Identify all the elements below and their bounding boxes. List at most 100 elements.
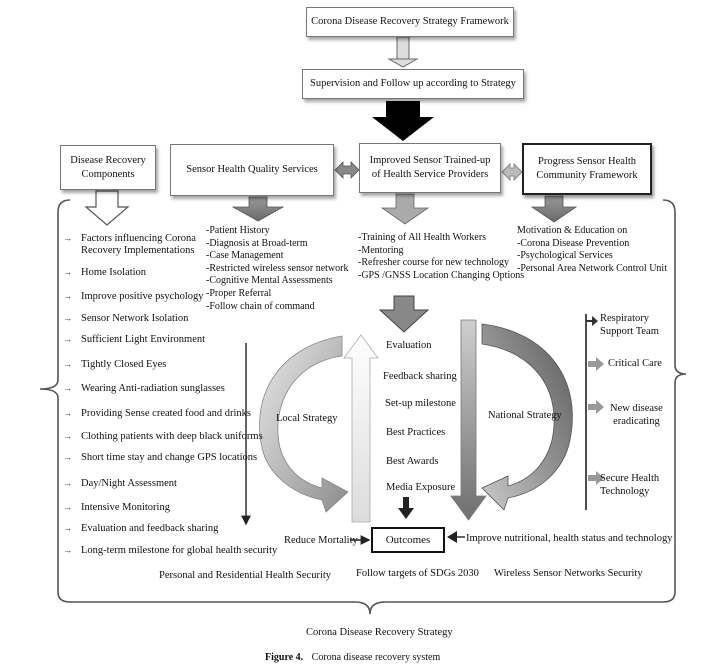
right-item-new-disease: New disease eradicating [610,402,663,428]
component-label: Tightly Closed Eyes [81,359,167,370]
arrow-icon: → [63,478,72,488]
quality-item: -Proper Referral [206,287,272,299]
arrow-icon: → [63,452,72,462]
arrow-icon: → [63,523,72,533]
supervision-box: Supervision and Follow up according to S… [302,69,524,99]
component-label: Improve positive psychology [81,291,204,302]
arrow-icon: → [63,334,72,344]
training-list: -Training of All Health Workers -Mentori… [358,232,524,282]
training-item: -GPS /GNSS Location Changing Options [358,269,525,281]
training-item: -Refresher course for new technology [358,257,510,269]
right-arrow-4 [588,471,604,485]
training-arrow [380,193,430,225]
double-arrow-left [334,161,360,179]
figure-caption: Figure 4. Corona disease recovery system [265,651,440,664]
component-label: Factors influencing Corona [81,233,196,244]
component-label: Providing Sense created food and drinks [81,408,252,419]
national-strategy-label: National Strategy [488,410,562,421]
evaluation-arrow [378,295,430,333]
component-item-4: →Sensor Network Isolation [63,312,188,325]
training-item: -Mentoring [358,244,404,256]
component-label: Intensive Monitoring [81,502,170,513]
component-item-14: → Long-term milestone for global health s… [63,544,277,557]
sdg-label: Follow targets of SDGs 2030 [356,568,479,579]
component-item-3: → Improve positive psychology [63,290,203,303]
outcomes-box: Outcomes [371,527,445,553]
sensor-quality-box: Sensor Health Quality Services [170,144,334,196]
component-item-6: → Tightly Closed Eyes [63,358,166,371]
component-label: Evaluation and feedback sharing [81,523,219,534]
disease-recovery-box: Disease Recovery Components [60,145,156,190]
wsn-security-label: Wireless Sensor Networks Security [494,568,643,579]
right-item-secure: Secure Health Technology [600,472,659,498]
component-item-7: → Wearing Anti-radiation sunglasses [63,382,225,395]
quality-item: -Diagnosis at Broad-term [206,237,308,249]
dark-down-arrow [450,319,487,521]
community-item: Motivation & Education on [517,225,628,236]
improve-label: Improve nutritional, health status and t… [466,533,673,544]
component-label: Long-term milestone for global health se… [81,545,278,556]
step-milestone: Set-up milestone [385,398,456,409]
component-item-1: → Factors influencing Corona [63,232,196,245]
component-label: Day/Night Assessment [81,478,177,489]
component-item-2: → Home Isolation [63,266,146,279]
component-label: Short time stay and change GPS locations [81,452,258,463]
right-arrow-3 [588,400,604,414]
component-item-11: → Day/Night Assessment [63,477,177,490]
arrow-icon: → [63,545,72,555]
component-item-8: → Providing Sense created food and drinks [63,407,251,420]
arrow-icon: → [63,431,72,441]
component-label: Sufficient Light Environment [81,334,206,345]
component-item-13: → Evaluation and feedback sharing [63,522,218,535]
component-item-12: → Intensive Monitoring [63,501,170,514]
top-arrow-head [387,58,419,68]
arrow-icon: → [63,383,72,393]
progress-sensor-box: Progress Sensor Health Community Framewo… [522,143,652,195]
community-item: -Corona Disease Prevention [517,237,630,249]
community-arrow [530,195,578,223]
media-arrow [398,497,414,519]
arrow-icon: → [63,359,72,369]
local-curve-arrow [259,335,349,513]
component-item-10: → Short time stay and change GPS location… [63,451,257,464]
quality-item: -Patient History [206,225,270,236]
double-arrow-right [501,163,523,181]
caption-label: Figure 4. [265,652,304,663]
evaluation-label: Evaluation [386,340,432,351]
arrow-icon: → [63,408,72,418]
quality-item: -Follow chain of command [206,300,315,312]
quality-item: -Cognitive Mental Assessments [206,275,333,287]
component-item-1b: Recovery Implementations [63,245,194,257]
community-item: -Personal Area Network Control Unit [517,262,667,274]
community-list: Motivation & Education on -Corona Diseas… [517,225,667,275]
step-feedback: Feedback sharing [383,371,457,382]
right-item-line: New disease [610,403,663,414]
component-label: Home Isolation [81,267,147,278]
right-item-line: eradicating [613,416,660,427]
local-strategy-label: Local Strategy [276,413,338,424]
arrow-icon: → [63,502,72,512]
arrow-icon: → [63,313,72,323]
right-item-line: Secure Health [600,473,660,484]
disease-components-arrow [84,190,130,226]
right-item-line: Respiratory [600,313,649,324]
arrow-icon: → [63,233,72,243]
step-awards: Best Awards [386,456,439,467]
right-arrow-1 [586,316,598,326]
quality-arrow [231,196,285,222]
component-label: Wearing Anti-radiation sunglasses [81,383,225,394]
quality-item: -Case Management [206,250,284,262]
white-up-arrow [343,334,379,523]
quality-item: -Restricted wireless sensor network [206,262,349,274]
step-media: Media Exposure [386,482,456,493]
right-item-critical: Critical Care [608,357,662,370]
improve-arrow-head [447,531,457,543]
step-practices: Best Practices [386,427,446,438]
recovery-strategy-label: Corona Disease Recovery Strategy [306,627,453,638]
component-item-5: → Sufficient Light Environment [63,333,205,346]
arrow-icon: → [63,291,72,301]
outer-frame [39,199,687,615]
arrow-icon: → [63,267,72,277]
